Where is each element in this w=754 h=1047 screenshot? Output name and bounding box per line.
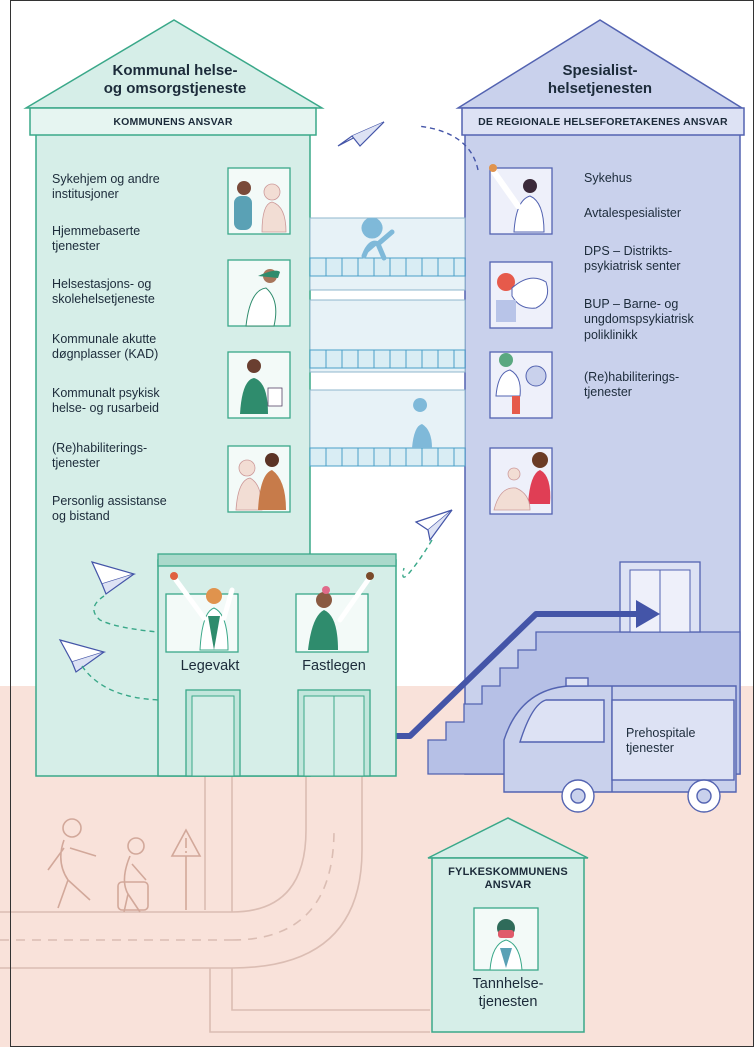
road [0, 774, 430, 1033]
legevakt-label: Legevakt [180, 658, 240, 674]
specialist-service-item: Sykehus [584, 171, 632, 185]
ambulance [503, 677, 737, 813]
municipal-service-item: Kommunalt psykisk helse- og rusarbeid [52, 386, 160, 416]
pedestrians-illustration [47, 818, 202, 913]
municipal-band-label: KOMMUNENS ANSVAR [113, 116, 233, 128]
specialist-title: Spesialist- helsetjenesten [547, 62, 653, 98]
prehospital-label: Prehospitale tjenester [626, 726, 696, 756]
front-building [157, 553, 397, 777]
municipal-service-item: Sykehjem og andre institusjoner [52, 172, 160, 202]
specialist-service-item: (Re)habiliterings- tjenester [584, 370, 680, 400]
paper-planes [58, 121, 479, 701]
specialist-service-item: Avtalespesialister [584, 206, 682, 220]
municipal-service-item: Personlig assistanse og bistand [52, 494, 167, 524]
front-building-doctors [170, 572, 374, 651]
specialist-service-item: DPS – Distrikts- psykiatrisk senter [584, 244, 681, 274]
municipal-picture-figures [234, 181, 287, 511]
specialist-service-item: BUP – Barne- og ungdomspsykiatrisk polik… [584, 297, 694, 342]
bridges [309, 217, 466, 467]
county-band-label: FYLKESKOMMUNENS ANSVAR [448, 866, 568, 892]
specialist-picture-figures [489, 164, 551, 511]
municipal-title: Kommunal helse- og omsorgstjeneste [103, 62, 247, 98]
fastlegen-label: Fastlegen [302, 658, 366, 674]
municipal-service-item: Helsestasjons- og skolehelsetjeneste [52, 277, 155, 307]
dental-service-label: Tannhelse- tjenesten [472, 976, 544, 1010]
municipal-service-item: (Re)habiliterings- tjenester [52, 441, 148, 471]
municipal-service-item: Kommunale akutte døgnplasser (KAD) [52, 332, 159, 362]
county-building [427, 817, 589, 1033]
specialist-band-label: DE REGIONALE HELSEFORETAKENES ANSVAR [478, 116, 728, 128]
municipal-service-item: Hjemmebaserte tjenester [52, 224, 141, 254]
